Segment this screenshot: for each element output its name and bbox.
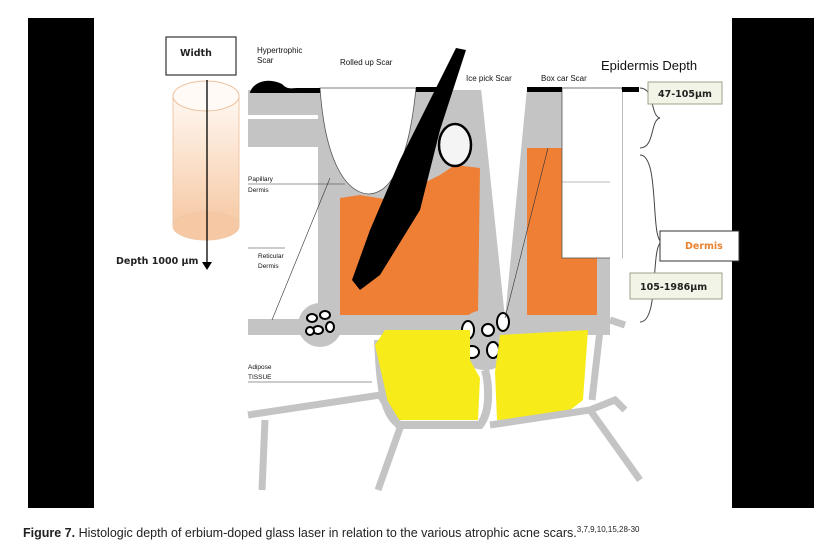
- rolled-up-scar-label: Rolled up Scar: [340, 58, 393, 67]
- epidermis-range: 47-105µm: [658, 89, 712, 100]
- ice-pick-scar-label: Ice pick Scar: [466, 74, 512, 83]
- reticular-dermis-label: Reticular: [258, 253, 284, 260]
- figure-number: Figure 7.: [23, 526, 76, 541]
- papillary-dermis-label: Papillary: [248, 176, 274, 183]
- dermis-range: 105-1986µm: [640, 282, 707, 293]
- adipose-tissue-label-2: TISSUE: [248, 374, 272, 381]
- sebaceous-gland: [437, 122, 473, 168]
- reticular-dermis-label-2: Dermis: [258, 263, 279, 270]
- skin-cross-section: [247, 48, 643, 492]
- left-black-bar: [28, 18, 94, 508]
- width-box: [165, 36, 237, 76]
- hypertrophic-scar-label-2: Scar: [257, 56, 274, 65]
- adipose-tissue-label: Adipose: [248, 364, 272, 371]
- dermis-box: [659, 230, 740, 262]
- depth-arrow-head: [202, 262, 212, 270]
- figure-caption: Figure 7. Histologic depth of erbium-dop…: [23, 525, 639, 540]
- depth-label: Depth 1000 µm: [116, 256, 198, 267]
- depth-cylinder: [172, 80, 240, 241]
- right-black-bar: [732, 18, 814, 508]
- dermis-range-box: [629, 272, 723, 300]
- dermis-label: Dermis: [685, 241, 723, 252]
- caption-text: Histologic depth of erbium-doped glass l…: [78, 526, 577, 541]
- epidermis-range-box: [647, 81, 723, 105]
- caption-references: 3,7,9,10,15,28-30: [576, 525, 640, 534]
- width-label: Width: [180, 48, 212, 59]
- hypertrophic-scar-label: Hypertrophic: [257, 46, 302, 55]
- epidermis-depth-title: Epidermis Depth: [601, 58, 697, 73]
- papillary-dermis-label-2: Dermis: [248, 187, 269, 194]
- box-car-scar-label: Box car Scar: [541, 74, 587, 83]
